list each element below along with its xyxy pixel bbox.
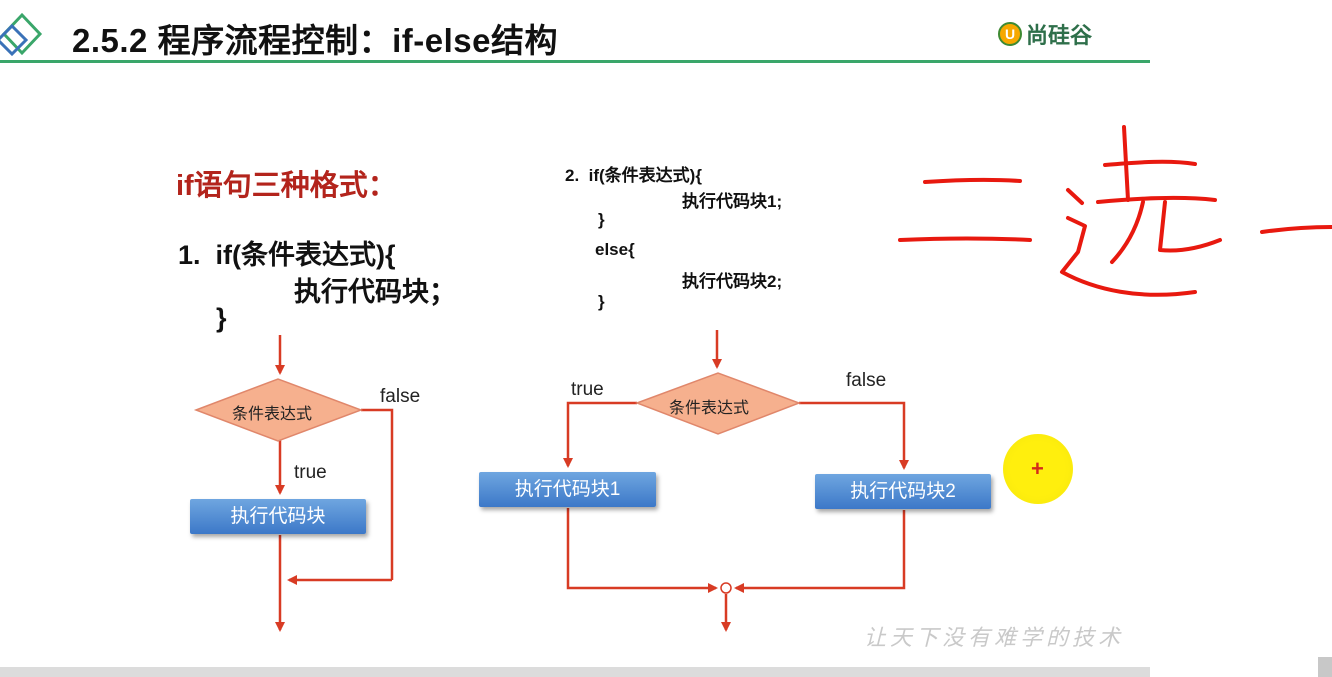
flow2-left-merge bbox=[566, 508, 718, 593]
logo-mark-icon: U bbox=[998, 22, 1022, 46]
format2-line: } bbox=[598, 210, 605, 229]
watermark: 让天下没有难学的技术 bbox=[864, 626, 1125, 651]
flow1-false-path bbox=[361, 408, 394, 580]
flow1-condition-label: 条件表达式 bbox=[232, 406, 313, 423]
pointer-highlight bbox=[1003, 434, 1073, 504]
flow2-true-label: true bbox=[571, 379, 604, 400]
format2-line: } bbox=[598, 292, 605, 311]
flow2-condition-diamond bbox=[634, 372, 802, 435]
format2-line: 执行代码块1; bbox=[682, 192, 783, 211]
flow2-false-label: false bbox=[846, 370, 887, 391]
formats-title: if语句三种格式： bbox=[176, 170, 397, 202]
format2-line: 执行代码块2; bbox=[682, 272, 783, 291]
format2-line: else{ bbox=[595, 240, 635, 259]
flow2-merge-node bbox=[720, 582, 732, 594]
flow2-false-path bbox=[799, 401, 909, 470]
brand-logo: U 尚硅谷 bbox=[998, 18, 1092, 50]
flow1-block: 执行代码块 bbox=[190, 499, 366, 534]
flow2-block1: 执行代码块1 bbox=[479, 472, 656, 507]
page-title: 2.5.2 程序流程控制：if-else结构 bbox=[72, 22, 558, 59]
format1-line: 执行代码块； bbox=[294, 277, 456, 307]
logo-text: 尚硅谷 bbox=[1026, 23, 1093, 48]
annotation-panel bbox=[1150, 0, 1332, 677]
flow1-condition-diamond bbox=[193, 378, 364, 442]
flow2-block2: 执行代码块2 bbox=[815, 474, 991, 509]
scrollbar-corner[interactable] bbox=[1318, 657, 1332, 677]
format1-line: } bbox=[216, 303, 227, 333]
flow2-true-path bbox=[563, 401, 637, 468]
flow1-false-label: false bbox=[380, 386, 421, 407]
format2-line: 2. if(条件表达式){ bbox=[565, 166, 702, 185]
format1-line: 1. if(条件表达式){ bbox=[178, 240, 396, 270]
flow2-condition-label: 条件表达式 bbox=[669, 400, 750, 417]
plus-icon: + bbox=[1031, 456, 1044, 481]
flow1-true-label: true bbox=[294, 462, 327, 483]
bottom-strip bbox=[0, 667, 1150, 677]
slide: 2.5.2 程序流程控制：if-else结构 U 尚硅谷 if语句三种格式： 1… bbox=[0, 0, 1150, 667]
header-divider bbox=[0, 60, 1150, 63]
header-diamond-icon bbox=[0, 12, 43, 57]
flow2-right-merge bbox=[734, 510, 906, 593]
flowchart-svg bbox=[193, 330, 909, 632]
